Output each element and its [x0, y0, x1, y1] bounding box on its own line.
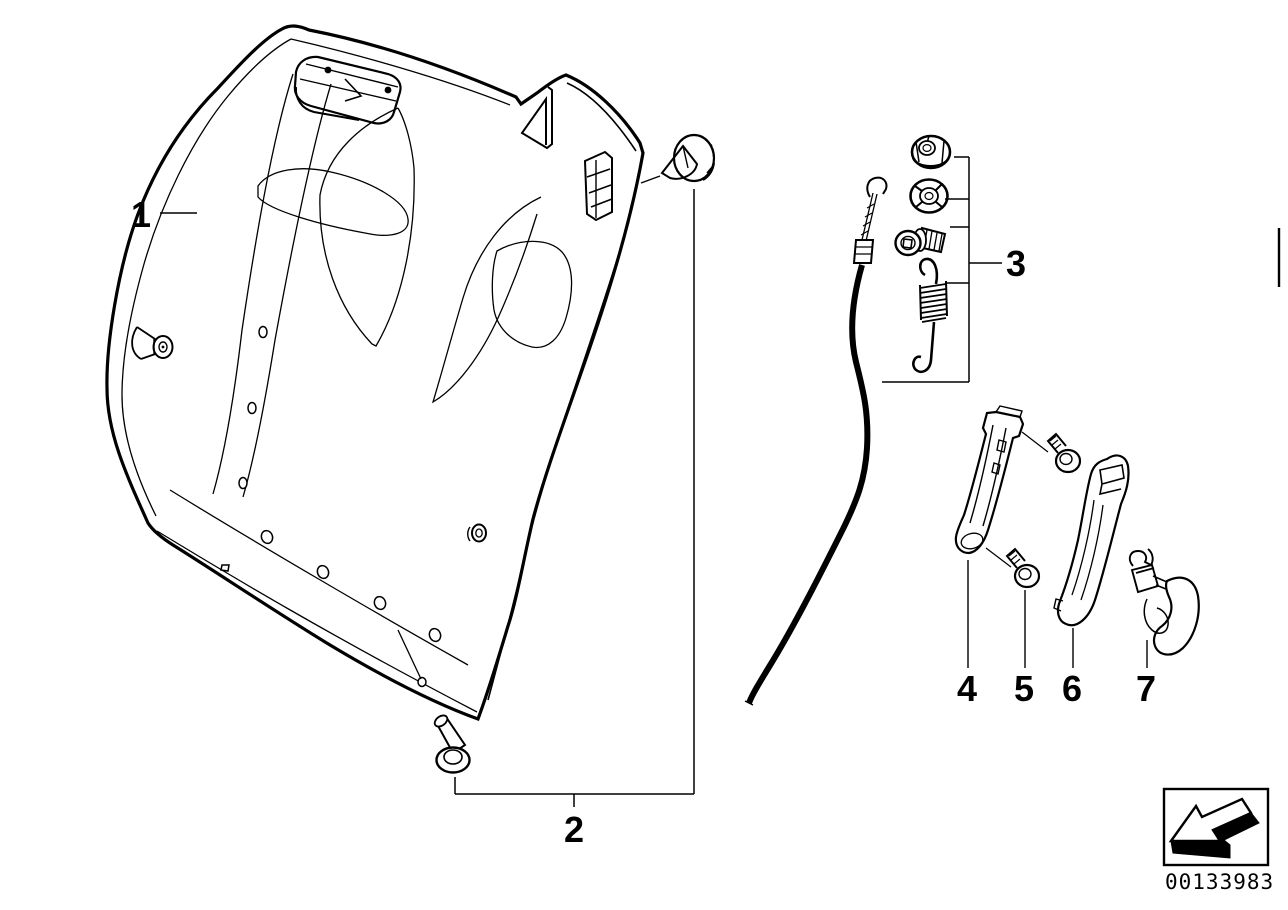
callout-2-bracket — [454, 189, 695, 807]
cable-ferrule — [852, 239, 875, 264]
frame-holes — [220, 325, 442, 688]
threaded-bushing — [894, 226, 947, 257]
cable-sheath-inner — [747, 264, 869, 704]
footer-block: 00133983 — [1162, 787, 1274, 894]
bowden-cable — [744, 176, 888, 706]
frame-bottom-seam-upper — [169, 489, 469, 666]
leader-to-lower-screw — [985, 547, 1012, 568]
lock-pin-leader — [640, 175, 661, 184]
frame-top-inner-seam — [290, 38, 511, 106]
tension-spring — [912, 257, 948, 373]
callout-3[interactable]: 3 — [1006, 243, 1026, 284]
lower-screw-part-5 — [1005, 547, 1041, 589]
spoked-washer — [909, 178, 949, 214]
release-handle-part-7 — [1128, 548, 1200, 656]
frame-left-inner-seam — [121, 38, 292, 517]
callout-6[interactable]: 6 — [1062, 668, 1082, 709]
right-edge-ribbed-clip — [583, 150, 613, 222]
upper-screw-part-5 — [1046, 432, 1082, 474]
screw-leader-line — [397, 629, 422, 680]
direction-arrow-icon — [1168, 797, 1260, 859]
right-bolster-seam — [431, 196, 542, 404]
lock-pin-grommet — [640, 133, 716, 184]
frame-right-inner-band — [487, 220, 630, 701]
top-edge-tab — [520, 86, 553, 150]
bottom-mounting-screw — [397, 629, 471, 774]
frame-spine-seam-left — [212, 73, 294, 495]
leader-to-upper-screw — [1021, 431, 1049, 453]
left-lumbar-oval-seam — [257, 168, 409, 236]
callout-3-bracket — [882, 156, 1002, 383]
callout-4[interactable]: 4 — [957, 668, 977, 709]
cable-sheath-outer — [746, 264, 871, 705]
callout-7[interactable]: 7 — [1136, 668, 1156, 709]
frame-bottom-seam-lower — [156, 530, 478, 713]
right-lumbar-oval-seam — [491, 240, 573, 349]
left-side-plug — [131, 326, 174, 360]
hex-flange-nut — [910, 134, 952, 170]
backrest-frame-drawing — [105, 24, 645, 774]
bracket-hole-right — [384, 86, 392, 94]
bracket-hole-left — [324, 66, 332, 74]
cable-end-hook — [866, 176, 888, 198]
callout-1[interactable]: 1 — [131, 194, 151, 235]
document-number: 00133983 — [1165, 870, 1274, 894]
frame-spine-seam-right — [242, 83, 332, 498]
right-edge-rivet — [467, 523, 487, 543]
frame-right-shoulder-band — [566, 82, 637, 152]
release-bracket-part-4 — [954, 405, 1049, 568]
trim-cover-part-6 — [1053, 454, 1130, 627]
frame-outer-outline — [105, 24, 645, 722]
hardware-group-3: 3 — [882, 134, 1026, 383]
callout-5[interactable]: 5 — [1014, 668, 1034, 709]
callout-2[interactable]: 2 — [564, 809, 584, 850]
headrest-guide-bracket — [293, 55, 402, 125]
left-bolster-seam — [319, 107, 415, 347]
